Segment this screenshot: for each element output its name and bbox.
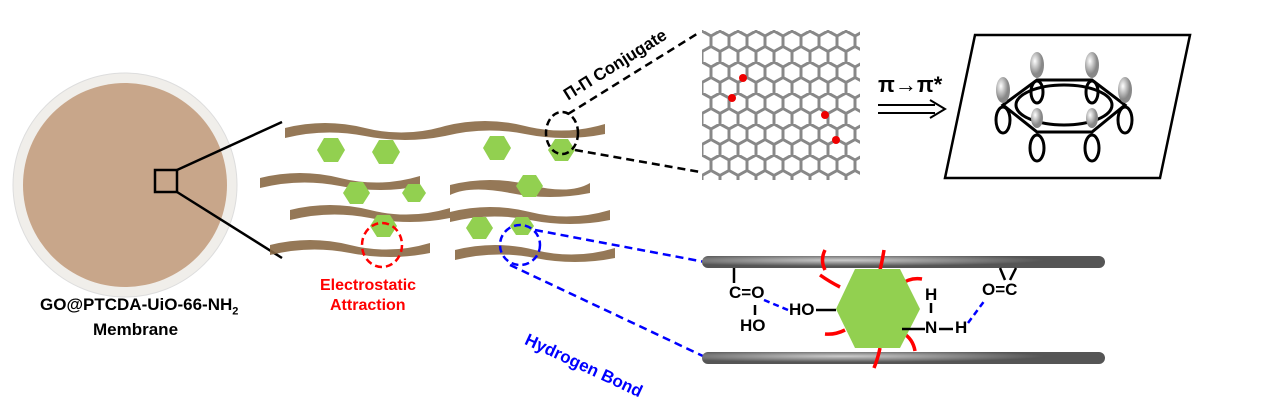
membrane-label-line2: Membrane — [93, 320, 179, 339]
amine-h-right: H — [955, 318, 968, 337]
amine-h-top: H — [925, 285, 938, 304]
carboxyl-label: C=O — [729, 283, 765, 302]
mof-hexagon — [818, 249, 923, 369]
graphene-sheet-bottom — [702, 352, 1105, 364]
double-arrow-icon — [878, 99, 947, 119]
membrane-label: GO@PTCDA-UiO-66-NH2 — [40, 295, 238, 317]
conjugate-circle — [544, 110, 580, 156]
hydroxyl-label: HO — [789, 300, 815, 319]
attraction-label: Attraction — [330, 297, 406, 314]
bonds — [732, 267, 1018, 331]
pi-orbital-diagram — [943, 33, 1192, 180]
amine-n: N — [925, 318, 938, 337]
electrostatic-circle — [360, 221, 404, 269]
electrostatic-label: Electrostatic — [320, 277, 417, 294]
hydrogen-bond-circle — [498, 223, 542, 267]
zoom-box — [153, 168, 179, 194]
hydrogen-bond-lines — [763, 298, 987, 324]
membrane-photo — [12, 72, 283, 298]
membrane-name-main: GO@PTCDA-UiO-66-NH — [40, 295, 233, 314]
graphene-lattice — [702, 30, 860, 180]
transition-label: π→π* — [878, 72, 943, 97]
mof-particles — [317, 136, 575, 239]
membrane-name-subscript: 2 — [232, 305, 239, 318]
carbonyl-label: O=C — [982, 280, 1018, 299]
graphene-sheet-top — [702, 256, 1105, 268]
carboxyl-oh-label: HO — [740, 316, 766, 335]
